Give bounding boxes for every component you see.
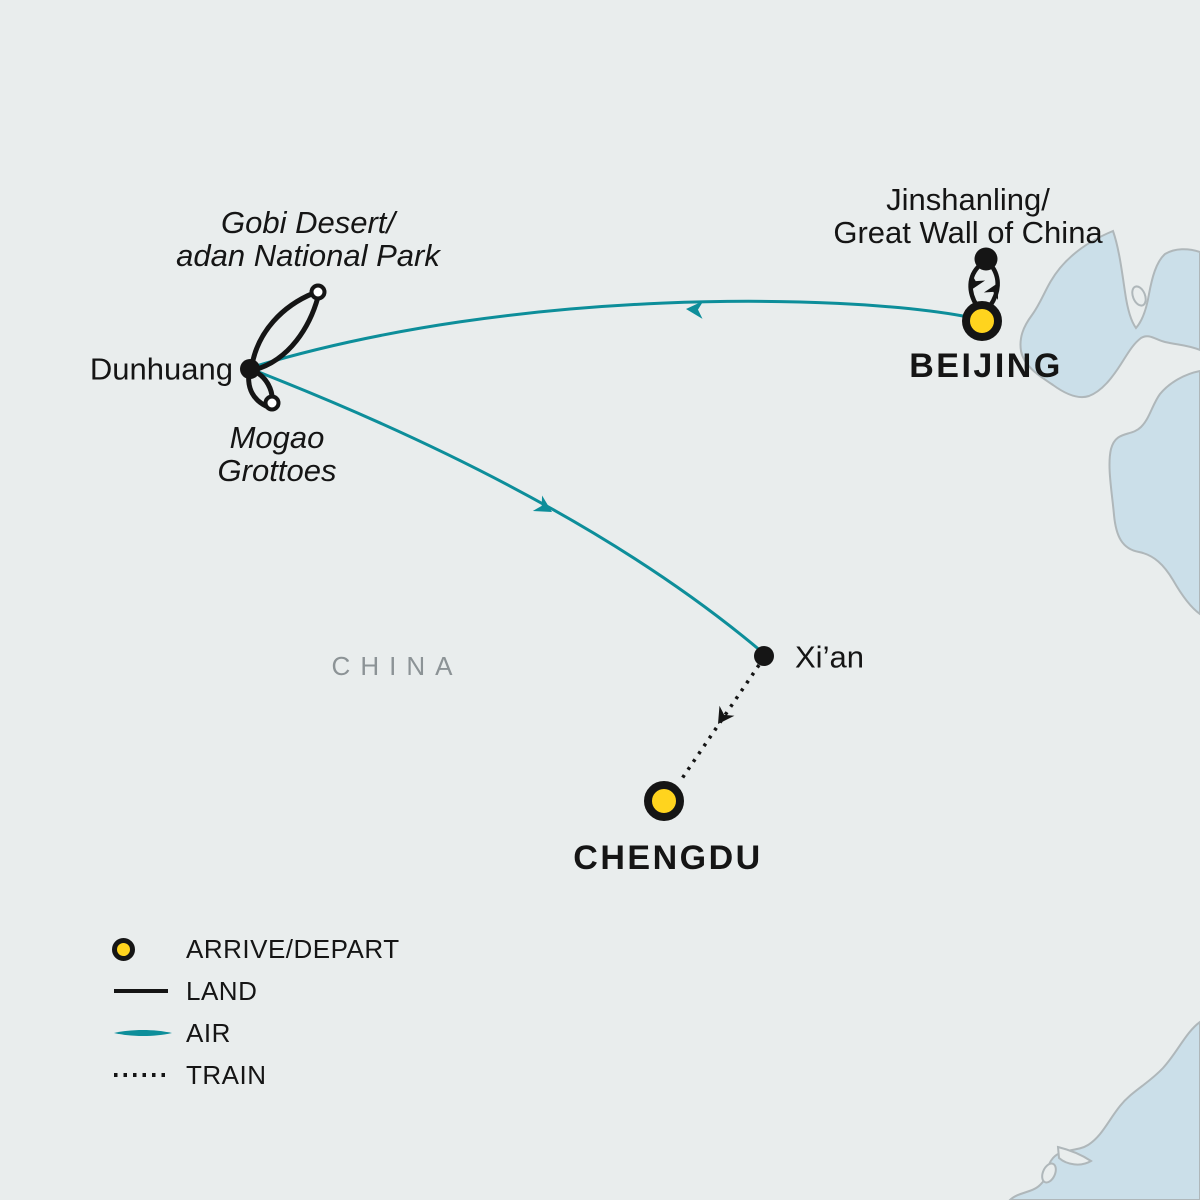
air-route-beijing-dunhuang	[255, 299, 964, 368]
legend-row-arrive-depart: ARRIVE/DEPART	[112, 928, 400, 970]
air-route-dunhuang-xian	[255, 369, 763, 654]
mogao-label-line2: Grottoes	[217, 453, 337, 489]
land-arrow-to-beijing	[970, 273, 986, 290]
air-arrow-dunhuang-xian	[532, 495, 552, 512]
chengdu-marker	[644, 781, 684, 821]
country-label: CHINA	[331, 651, 463, 681]
mogao-label-line1: Mogao	[229, 420, 325, 455]
gobi-label-line1: Gobi Desert/	[220, 205, 396, 240]
gobi-marker	[309, 283, 327, 301]
legend-label-train: TRAIN	[186, 1059, 267, 1090]
sea-yellow-sea	[1108, 369, 1200, 616]
legend-row-train: TRAIN	[112, 1054, 400, 1096]
land-line-icon	[114, 989, 168, 993]
jinshanling-label-line1: Jinshanling/	[886, 182, 1050, 217]
legend-label-air: AIR	[186, 1017, 231, 1048]
se-coast-spike	[1056, 1145, 1093, 1166]
gobi-label: Gobi Desert/ adan National Park	[176, 206, 440, 273]
xian-marker	[754, 646, 774, 666]
arrive-depart-marker-icon	[112, 937, 135, 961]
arrive-depart-swatch	[112, 937, 186, 961]
chengdu-label: CHENGDU	[573, 839, 763, 877]
mogao-label: Mogao Grottoes	[218, 421, 337, 488]
bay-island	[1131, 285, 1147, 307]
routes-group	[246, 262, 1000, 781]
land-arrow-to-jinshanling	[983, 283, 999, 300]
jinshanling-label-line2: Great Wall of China	[833, 215, 1103, 251]
air-line-icon	[114, 1030, 172, 1036]
land-swatch	[112, 989, 186, 993]
jinshanling-label: Jinshanling/ Great Wall of China	[833, 183, 1102, 250]
markers-group	[240, 247, 1002, 821]
legend-row-land: LAND	[112, 970, 400, 1012]
sea-southeast-coast	[1008, 1020, 1200, 1200]
air-swatch	[112, 1028, 186, 1038]
land-route-dunhuang-gobi	[249, 290, 321, 373]
gobi-label-line2: adan National Park	[176, 238, 440, 274]
mogao-marker	[263, 394, 281, 412]
jinshanling-marker	[974, 247, 998, 271]
coastline-group	[1008, 229, 1200, 1200]
xian-label: Xi’an	[795, 639, 864, 675]
dunhuang-label: Dunhuang	[89, 351, 233, 387]
legend: ARRIVE/DEPART LAND AIR TRAIN	[112, 928, 400, 1096]
train-line-icon	[114, 1073, 166, 1077]
se-island	[1041, 1162, 1057, 1184]
legend-label-arrive-depart: ARRIVE/DEPART	[186, 933, 400, 964]
legend-row-air: AIR	[112, 1012, 400, 1054]
dunhuang-marker	[240, 359, 260, 379]
train-arrow-xian-chengdu	[718, 705, 735, 724]
train-swatch	[112, 1073, 186, 1077]
legend-label-land: LAND	[186, 975, 258, 1006]
beijing-marker	[962, 301, 1002, 341]
air-arrow-beijing-dunhuang	[686, 300, 704, 319]
beijing-label: BEIJING	[909, 347, 1063, 385]
sea-bohai-bay	[1019, 229, 1200, 399]
